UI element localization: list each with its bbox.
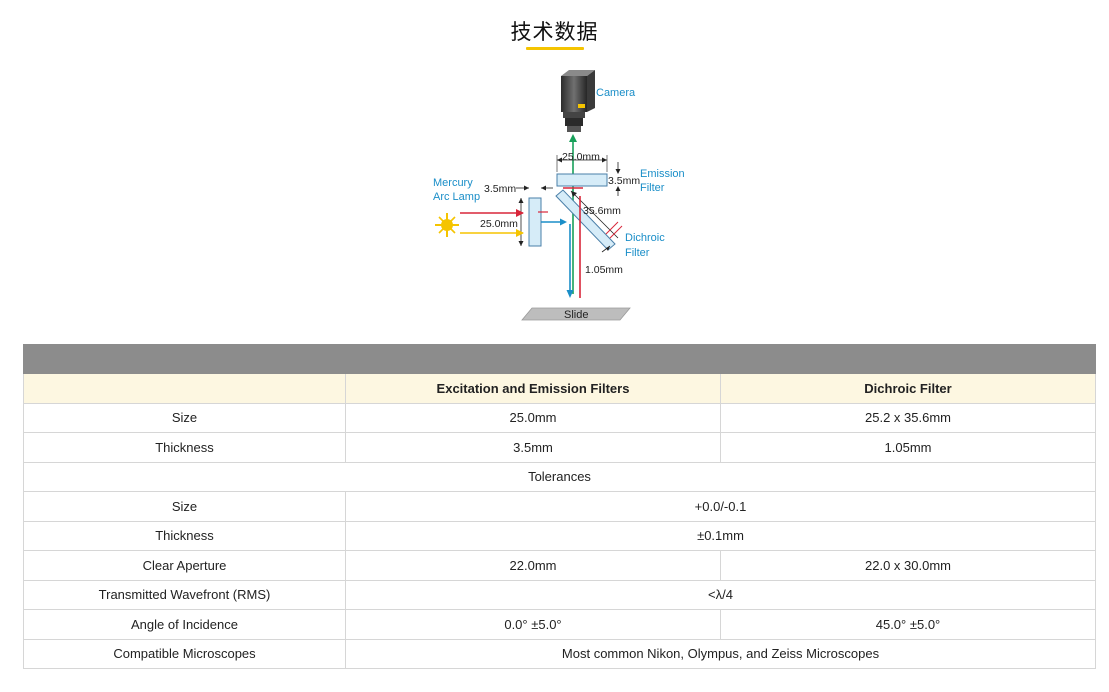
dichroic-filter-label-line2: Filter bbox=[625, 247, 650, 259]
column-header-dichroic: Dichroic Filter bbox=[719, 373, 1097, 404]
table-row: Angle of Incidence 0.0° ±5.0° 45.0° ±5.0… bbox=[23, 609, 1097, 640]
cell-merged: Most common Nikon, Olympus, and Zeiss Mi… bbox=[344, 638, 1097, 669]
section-tolerances: Tolerances bbox=[22, 461, 1097, 492]
dim-top-label: 25.0mm bbox=[562, 151, 600, 163]
dim-emission-thickness-label: 3.5mm bbox=[608, 175, 640, 187]
column-header-blank bbox=[23, 373, 346, 404]
row-label: Thickness bbox=[23, 432, 346, 463]
cell: 3.5mm bbox=[345, 432, 721, 463]
dim-excitation-thickness-label: 3.5mm bbox=[484, 183, 516, 195]
mercury-lamp-label-line2: Arc Lamp bbox=[433, 191, 480, 203]
cell-merged: <λ/4 bbox=[344, 579, 1097, 610]
table-row: Compatible Microscopes Most common Nikon… bbox=[23, 638, 1097, 669]
dichroic-filter-label-line1: Dichroic bbox=[625, 232, 665, 244]
cell: 22.0mm bbox=[345, 550, 721, 581]
table-row: Clear Aperture 22.0mm 22.0 x 30.0mm bbox=[23, 550, 1097, 581]
table-row: Transmitted Wavefront (RMS) <λ/4 bbox=[23, 579, 1097, 610]
row-label: Clear Aperture bbox=[23, 550, 346, 581]
camera-label: Camera bbox=[596, 87, 636, 99]
table-row: Thickness 3.5mm 1.05mm bbox=[23, 432, 1097, 463]
fluorescence-filter-diagram: Camera 25.0mm 3.5mm Emission Filter 3.5m… bbox=[420, 62, 690, 324]
cell: 45.0° ±5.0° bbox=[719, 609, 1097, 640]
table-row: Size 25.0mm 25.2 x 35.6mm bbox=[23, 402, 1097, 433]
cell: 25.2 x 35.6mm bbox=[719, 402, 1097, 433]
camera-icon bbox=[561, 70, 595, 132]
cell: 1.05mm bbox=[719, 432, 1097, 463]
cell-merged: +0.0/-0.1 bbox=[344, 491, 1097, 522]
cell: 22.0 x 30.0mm bbox=[719, 550, 1097, 581]
row-label: Transmitted Wavefront (RMS) bbox=[23, 579, 346, 610]
mercury-lamp-label-line1: Mercury bbox=[433, 177, 473, 189]
emission-filter-label-line1: Emission bbox=[640, 168, 685, 180]
cell: 25.0mm bbox=[345, 402, 721, 433]
slide-shape bbox=[521, 307, 631, 321]
specifications-table: Excitation and Emission Filters Dichroic… bbox=[22, 344, 1097, 669]
row-label: Size bbox=[23, 402, 346, 433]
emission-filter-label-line2: Filter bbox=[640, 182, 665, 194]
cell: 0.0° ±5.0° bbox=[345, 609, 721, 640]
table-section-row: Tolerances bbox=[22, 461, 1097, 492]
column-header-excitation-emission: Excitation and Emission Filters bbox=[345, 373, 721, 404]
slide-label: Slide bbox=[564, 309, 588, 321]
dim-excitation-diameter-label: 25.0mm bbox=[480, 218, 518, 230]
dichroic-filter-shape bbox=[555, 189, 616, 251]
table-row: Size +0.0/-0.1 bbox=[23, 491, 1097, 522]
mercury-lamp-icon bbox=[435, 213, 459, 237]
dim-dichroic-thickness-label: 1.05mm bbox=[585, 264, 623, 276]
table-column-header-row: Excitation and Emission Filters Dichroic… bbox=[23, 373, 1097, 404]
row-label: Thickness bbox=[23, 520, 346, 551]
section-heading: 技术数据 bbox=[0, 18, 1109, 50]
diagram-svg: Camera 25.0mm 3.5mm Emission Filter 3.5m… bbox=[433, 70, 685, 321]
dim-dichroic-length-label: 35.6mm bbox=[583, 205, 621, 217]
row-label: Angle of Incidence bbox=[23, 609, 346, 640]
title-underline bbox=[525, 47, 584, 50]
emission-beam-arrow bbox=[569, 134, 577, 142]
row-label: Compatible Microscopes bbox=[23, 638, 346, 669]
table-header-band bbox=[22, 344, 1097, 374]
emission-filter-shape bbox=[556, 173, 608, 187]
row-label: Size bbox=[23, 491, 346, 522]
excitation-filter-shape bbox=[528, 197, 542, 247]
table-row: Thickness ±0.1mm bbox=[23, 520, 1097, 551]
cell-merged: ±0.1mm bbox=[344, 520, 1097, 551]
page-title: 技术数据 bbox=[510, 20, 599, 44]
